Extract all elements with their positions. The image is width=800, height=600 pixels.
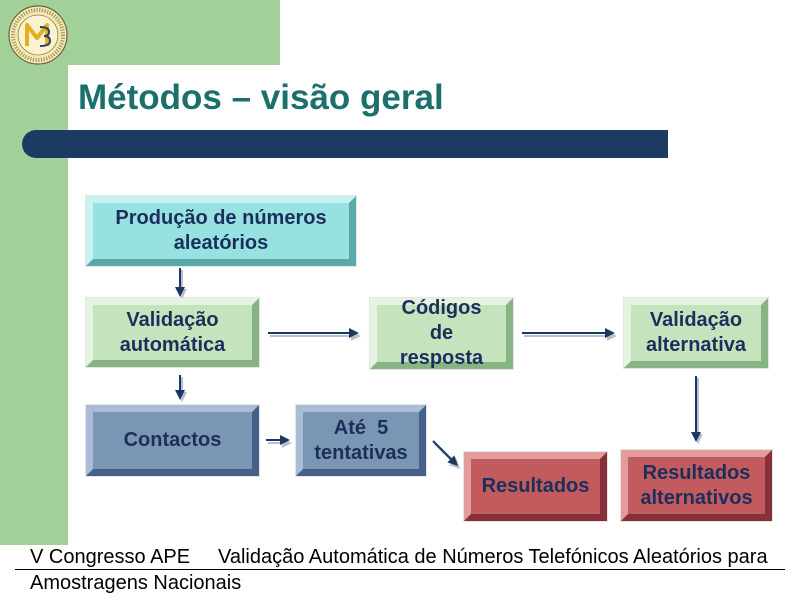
arrow-shadow-head (449, 458, 460, 469)
arrow-icon-codigos-to-validacao-alternativa (522, 328, 617, 341)
footer-divider (15, 569, 785, 570)
box-codigos-de-resposta: Códigos de resposta (370, 297, 513, 369)
box-label-line: alternativos (640, 486, 753, 509)
box-validacao-alternativa: Validação alternativa (624, 298, 768, 368)
box-label-line: Validação (126, 308, 219, 331)
box-label-line: tentativas (314, 441, 408, 464)
arrow-icon-validacao-to-contactos (175, 375, 187, 402)
box-label-line: Códigos (401, 297, 482, 319)
title-underline-bar (22, 130, 668, 158)
arrow-head (175, 287, 185, 297)
university-seal-logo (8, 5, 68, 65)
arrow-shaft (432, 440, 452, 460)
arrow-head (691, 432, 701, 442)
footer-event-name: V Congresso APE (30, 546, 191, 568)
arrow-icon-validacao-to-codigos (268, 328, 361, 341)
arrow-shadow-head (693, 434, 703, 444)
box-label-line: de (429, 322, 454, 344)
arrow-shadow-head (177, 392, 187, 402)
logo-monogram-m (25, 23, 49, 46)
box-resultados: Resultados (464, 452, 607, 521)
box-label-line: Até 5 (333, 416, 389, 439)
sidebar-green-strip (0, 0, 68, 545)
box-label-line: Resultados (642, 461, 751, 484)
arrow-head (280, 435, 290, 445)
arrow-shadow-head (607, 331, 617, 341)
arrow-head (447, 455, 458, 466)
box-contactos: Contactos (86, 405, 259, 476)
page-title: Métodos – visão geral (78, 78, 444, 117)
footer-talk-title-line1: Validação Automática de Números Telefóni… (218, 546, 768, 568)
box-label-line: aleatórios (173, 232, 269, 254)
box-label-line: automática (119, 333, 226, 356)
box-label-line: Validação (649, 309, 743, 331)
box-label-line: alternativa (645, 334, 747, 356)
arrow-icon-validacao-alternativa-to-resultados-alternativos (691, 376, 703, 444)
box-label-line: Produção de números (115, 207, 327, 229)
box-label-line: Contactos (123, 429, 222, 451)
box-ate-5-tentativas: Até 5 tentativas (296, 405, 426, 476)
arrow-head (349, 328, 359, 338)
box-label-line: resposta (399, 347, 484, 369)
box-label-line: Resultados (481, 475, 590, 497)
arrow-shadow-head (351, 331, 361, 341)
box-resultados-alternativos: Resultados alternativos (621, 450, 772, 521)
logo-monogram-e (39, 26, 52, 47)
arrow-icon-tentativas-to-resultados (432, 440, 460, 469)
footer-talk-title-line2: Amostragens Nacionais (30, 572, 242, 594)
box-producao-numeros-aleatorios: Produção de números aleatórios (86, 196, 356, 266)
box-validacao-automatica: Validação automática (86, 298, 259, 367)
arrow-icon-producao-to-validacao (175, 268, 187, 299)
arrow-head (605, 328, 615, 338)
arrow-shadow-head (282, 438, 292, 448)
arrow-shadow (434, 443, 454, 463)
arrow-icon-contactos-to-tentativas (266, 435, 292, 448)
arrow-head (175, 390, 185, 400)
logo-lettering-ring (11, 8, 65, 62)
